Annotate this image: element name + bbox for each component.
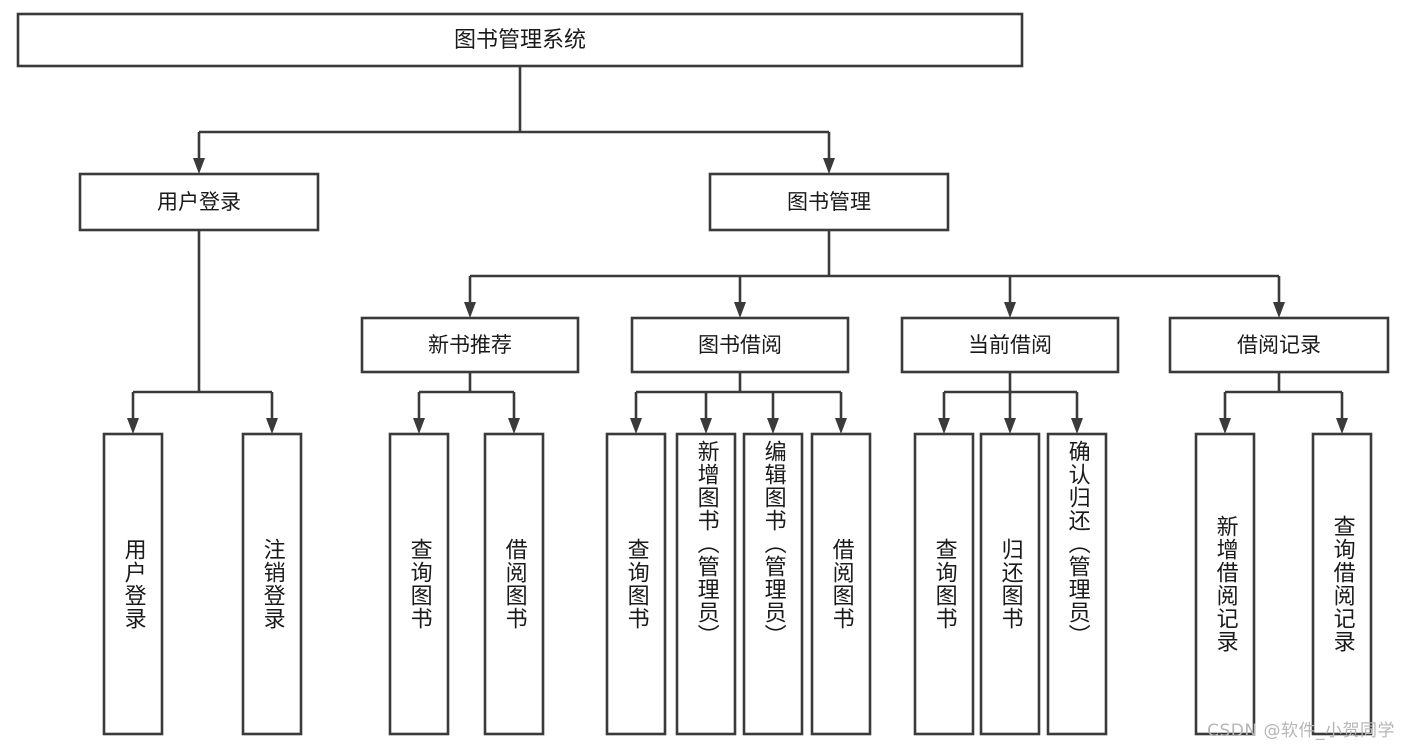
edge-arrowhead <box>938 418 950 434</box>
node-leaf-new-1[interactable] <box>388 432 450 736</box>
edge-arrowhead <box>193 158 205 174</box>
node-box[interactable] <box>979 432 1041 736</box>
node-box[interactable] <box>605 432 667 736</box>
node-box[interactable] <box>708 172 950 232</box>
node-login[interactable]: 用户登录 <box>78 172 320 232</box>
node-box[interactable] <box>1168 316 1390 374</box>
node-box[interactable] <box>630 316 850 374</box>
node-box[interactable] <box>102 432 164 736</box>
edge-arrowhead <box>508 418 520 434</box>
node-label: 图书借阅 <box>698 333 782 357</box>
node-box[interactable] <box>483 432 545 736</box>
node-box[interactable] <box>913 432 975 736</box>
edge-arrowhead <box>1004 418 1016 434</box>
node-box[interactable] <box>1046 432 1108 736</box>
node-label: 用户登录 <box>157 190 241 214</box>
edge-arrowhead <box>1219 418 1231 434</box>
node-leaf-borrow-3[interactable] <box>742 432 804 736</box>
node-leaf-rec-2[interactable] <box>1311 432 1373 736</box>
node-leaf-new-2[interactable] <box>483 432 545 736</box>
node-box[interactable] <box>78 172 320 232</box>
node-box[interactable] <box>241 432 303 736</box>
node-leaf-login-1[interactable] <box>102 432 164 736</box>
node-box[interactable] <box>1194 432 1256 736</box>
edge-layer <box>127 66 1348 434</box>
edge-arrowhead <box>1336 418 1348 434</box>
edge-arrowhead <box>835 418 847 434</box>
node-root[interactable]: 图书管理系统 <box>16 12 1024 68</box>
node-label: 图书管理系统 <box>454 28 586 53</box>
watermark: CSDN @软件_小贺同学 <box>1207 721 1395 741</box>
node-borrow[interactable]: 图书借阅 <box>630 316 850 374</box>
edge-arrowhead <box>413 418 425 434</box>
node-leaf-borrow-2[interactable] <box>675 432 737 736</box>
node-label: 借阅记录 <box>1237 333 1321 357</box>
node-box[interactable] <box>1311 432 1373 736</box>
node-bookmgmt[interactable]: 图书管理 <box>708 172 950 232</box>
edge-arrowhead <box>1004 302 1016 318</box>
edge-arrowhead <box>700 418 712 434</box>
edge-arrowhead <box>767 418 779 434</box>
edge-arrowhead <box>127 418 139 434</box>
edge-arrowhead <box>823 158 835 174</box>
edge-arrowhead <box>1273 302 1285 318</box>
edge-arrowhead <box>630 418 642 434</box>
node-records[interactable]: 借阅记录 <box>1168 316 1390 374</box>
node-leaf-cur-2[interactable] <box>979 432 1041 736</box>
node-box[interactable] <box>16 12 1024 68</box>
node-leaf-borrow-1[interactable] <box>605 432 667 736</box>
node-leaf-login-2[interactable] <box>241 432 303 736</box>
node-leaf-cur-3[interactable] <box>1046 432 1108 736</box>
node-box[interactable] <box>388 432 450 736</box>
node-leaf-rec-1[interactable] <box>1194 432 1256 736</box>
node-leaf-cur-1[interactable] <box>913 432 975 736</box>
edge-arrowhead <box>464 302 476 318</box>
node-box[interactable] <box>675 432 737 736</box>
node-box[interactable] <box>742 432 804 736</box>
node-label: 图书管理 <box>787 190 871 214</box>
node-newbook[interactable]: 新书推荐 <box>360 316 580 374</box>
node-current[interactable]: 当前借阅 <box>900 316 1120 374</box>
node-box[interactable] <box>900 316 1120 374</box>
node-label: 新书推荐 <box>428 333 512 357</box>
edge-arrowhead <box>1071 418 1083 434</box>
node-box[interactable] <box>360 316 580 374</box>
node-label: 当前借阅 <box>968 333 1052 357</box>
node-box[interactable] <box>810 432 872 736</box>
edge-arrowhead <box>266 418 278 434</box>
node-leaf-borrow-4[interactable] <box>810 432 872 736</box>
edge-arrowhead <box>734 302 746 318</box>
